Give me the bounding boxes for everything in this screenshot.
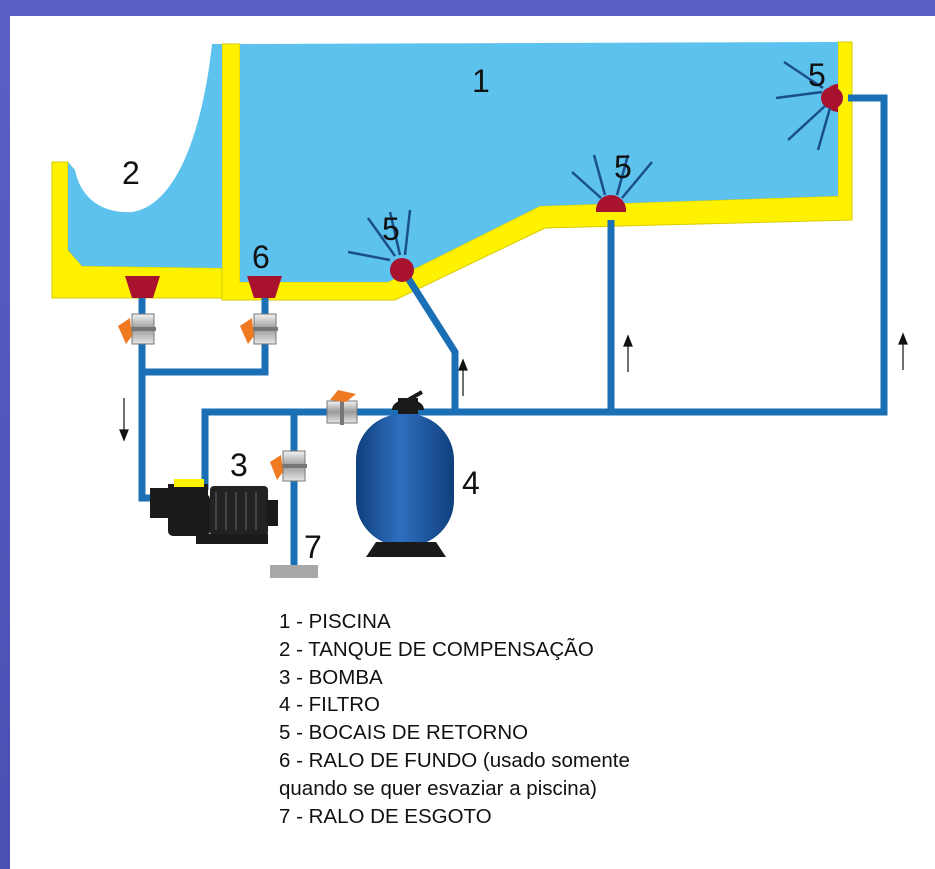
- pipe-main-return: [455, 94, 888, 416]
- arrow-up-icon: [623, 334, 633, 372]
- label-nozzle-high: 5: [808, 57, 826, 93]
- valve-tank-line: [118, 313, 156, 345]
- label-pump: 3: [230, 447, 248, 483]
- tank-water: [68, 44, 222, 268]
- pipe-network: [138, 94, 888, 568]
- legend-item: quando se quer esvaziar a piscina): [279, 776, 597, 800]
- legend-item: 2 - TANQUE DE COMPENSAÇÃO: [279, 637, 594, 661]
- valve-bottom-drain: [240, 313, 278, 345]
- label-tank: 2: [122, 155, 140, 191]
- label-drain: 6: [252, 239, 270, 275]
- return-nozzle-mid: [571, 154, 653, 212]
- legend-item: 3 - BOMBA: [279, 665, 383, 689]
- sewer-drain-plate: [270, 565, 318, 578]
- legend-item: 6 - RALO DE FUNDO (usado somente: [279, 748, 630, 772]
- legend: 1 - PISCINA 2 - TANQUE DE COMPENSAÇÃO 3 …: [279, 608, 799, 830]
- pump: [150, 479, 278, 544]
- pipe-pump-outlet: [201, 408, 455, 490]
- legend-item: 7 - RALO DE ESGOTO: [279, 804, 492, 828]
- legend-item: 4 - FILTRO: [279, 693, 380, 717]
- arrow-up-icon: [458, 358, 468, 396]
- legend-item: 5 - BOCAIS DE RETORNO: [279, 721, 529, 745]
- valve-main-line: [326, 390, 358, 425]
- bottom-drain-fitting: [247, 276, 282, 298]
- flow-arrows: [119, 332, 908, 442]
- label-nozzle-mid: 5: [614, 149, 632, 185]
- sand-filter: [356, 390, 454, 557]
- return-nozzle-low: [347, 209, 414, 282]
- valve-sewer: [270, 450, 307, 482]
- label-pool: 1: [472, 63, 490, 99]
- label-filter: 4: [462, 465, 480, 501]
- label-sewer: 7: [304, 529, 322, 565]
- label-nozzle-low: 5: [382, 211, 400, 247]
- pool-water: [240, 42, 838, 282]
- arrow-down-icon: [119, 398, 129, 442]
- return-nozzle-high: [775, 60, 843, 151]
- arrow-up-icon: [898, 332, 908, 370]
- tank-drain-fitting: [125, 276, 160, 298]
- pipe-branch-low: [405, 276, 459, 412]
- legend-item: 1 - PISCINA: [279, 610, 391, 633]
